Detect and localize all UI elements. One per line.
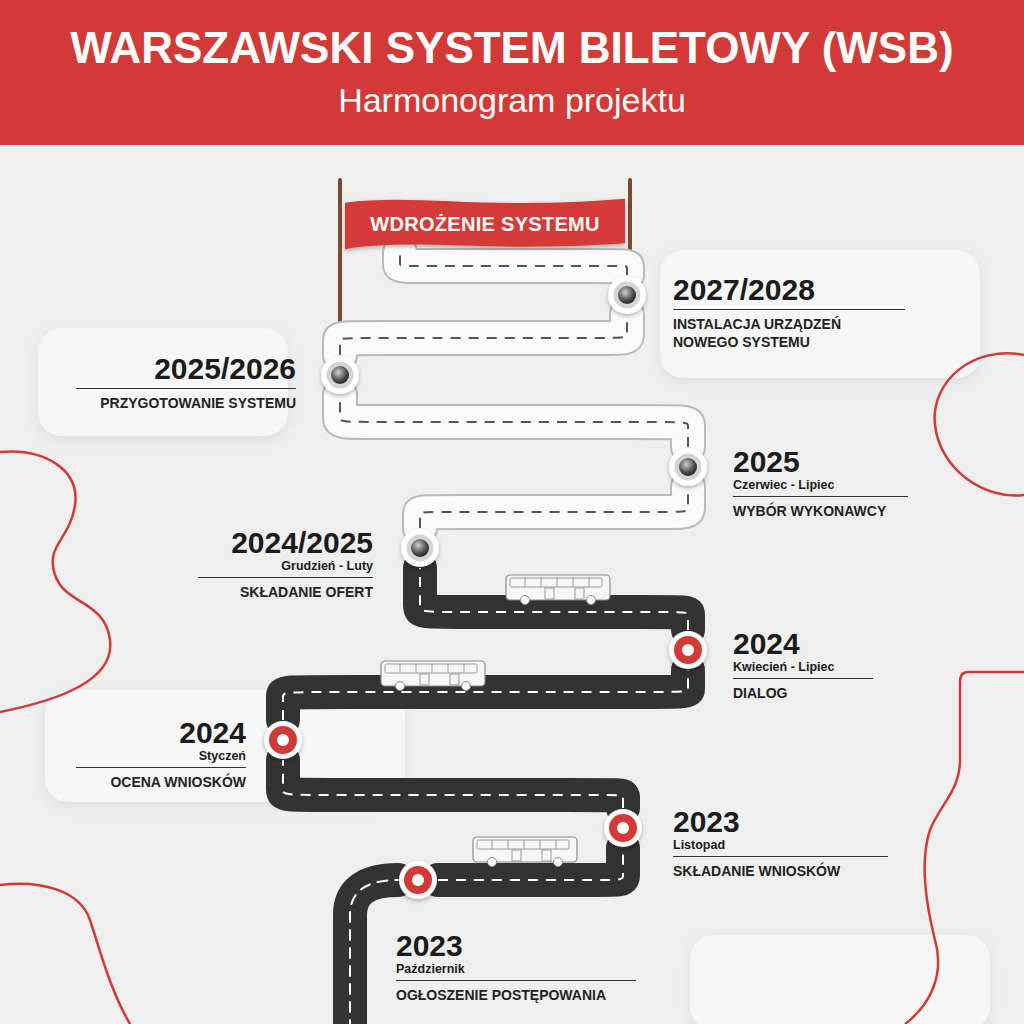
banner-text: WDROŻENIE SYSTEMU (370, 213, 600, 236)
road-surface (420, 487, 688, 528)
finish-banner: WDROŻENIE SYSTEMU (345, 195, 625, 253)
road-start (350, 880, 398, 1024)
milestone-label: 2023ListopadSKŁADANIE WNIOSKÓW (673, 806, 888, 880)
road-connector (400, 253, 627, 275)
bus-icon (381, 661, 485, 691)
header-bar (0, 0, 1024, 145)
milestone-months: Czerwiec - Lipiec (733, 478, 908, 498)
milestone-title: SKŁADANIE OFERT (198, 583, 373, 601)
milestone-circle (320, 355, 360, 395)
milestone-circle (398, 860, 438, 900)
milestone-marker: 2025Czerwiec - LipiecWYBÓR WYKONAWCY (668, 447, 708, 487)
milestone-year: 2023 (396, 930, 636, 962)
road-connector (283, 760, 623, 808)
road-surface (400, 253, 627, 275)
road-connector (420, 487, 688, 528)
milestone-title: PRZYGOTOWANIE SYSTEMU (76, 394, 296, 412)
milestone-circle (668, 447, 708, 487)
milestone-title: DIALOG (733, 684, 873, 702)
milestone-circle (668, 630, 708, 670)
bus-icon (506, 575, 610, 605)
road-centre-line (420, 568, 688, 630)
puzzle-outline (0, 353, 1024, 1024)
subtitle: Harmonogram projektu (0, 80, 1024, 121)
milestone-title: OGŁOSZENIE POSTĘPOWANIA (396, 986, 636, 1004)
title: WARSZAWSKI SYSTEM BILETOWY (WSB) (0, 0, 1024, 72)
road-connector (340, 395, 688, 447)
milestone-months: Grudzień - Luty (198, 559, 373, 579)
milestone-marker: 2023PaździernikOGŁOSZENIE POSTĘPOWANIA (398, 860, 438, 900)
road-connector (340, 315, 627, 355)
milestone-year: 2025 (733, 446, 908, 478)
milestone-label: 2024/2025Grudzień - LutySKŁADANIE OFERT (198, 527, 373, 601)
road-centre-line (340, 395, 688, 447)
milestone-months: Styczeń (76, 749, 246, 769)
milestone-marker: 2024Kwiecień - LipiecDIALOG (668, 630, 708, 670)
milestone-year: 2024 (733, 628, 873, 660)
road-surface (340, 315, 627, 355)
milestone-title: INSTALACJA URZĄDZEŃ NOWEGO SYSTEMU (673, 315, 905, 351)
milestone-year: 2024 (76, 717, 246, 749)
milestone-year: 2023 (673, 806, 888, 838)
milestone-marker: 2024/2025Grudzień - LutySKŁADANIE OFERT (400, 528, 440, 568)
milestone-marker: 2023ListopadSKŁADANIE WNIOSKÓW (603, 808, 643, 848)
bus-icon (473, 837, 577, 867)
milestone-year: 2025/2026 (76, 353, 296, 389)
milestone-circle (607, 275, 647, 315)
road-surface (340, 395, 688, 447)
milestone-circle (263, 720, 303, 760)
milestone-label: 2023PaździernikOGŁOSZENIE POSTĘPOWANIA (396, 930, 636, 1004)
road-centre-line (420, 487, 688, 528)
road-centre-line (400, 253, 627, 275)
milestone-months: Kwiecień - Lipiec (733, 660, 873, 680)
header: WARSZAWSKI SYSTEM BILETOWY (WSB) Harmonog… (0, 0, 1024, 145)
road-edge (420, 568, 688, 630)
road-edge (340, 315, 627, 355)
milestone-label: 2025/2026PRZYGOTOWANIE SYSTEMU (76, 353, 296, 412)
milestone-year: 2027/2028 (673, 274, 905, 310)
milestone-title: OCENA WNIOSKÓW (76, 773, 246, 791)
road-edge (400, 253, 627, 275)
milestone-circle (603, 808, 643, 848)
milestone-title: SKŁADANIE WNIOSKÓW (673, 862, 888, 880)
milestone-label: 2024StyczeńOCENA WNIOSKÓW (76, 717, 246, 791)
milestone-circle (400, 528, 440, 568)
milestone-marker: 2027/2028INSTALACJA URZĄDZEŃ NOWEGO SYST… (607, 275, 647, 315)
soft-panels (38, 250, 990, 1024)
road-edge (420, 487, 688, 528)
milestone-label: 2024Kwiecień - LipiecDIALOG (733, 628, 873, 702)
milestone-marker: 2025/2026PRZYGOTOWANIE SYSTEMU (320, 355, 360, 395)
road-edge (283, 760, 623, 808)
road-connector (420, 568, 688, 630)
milestone-title: WYBÓR WYKONAWCY (733, 502, 908, 520)
road-edge (340, 395, 688, 447)
road-centre-line (283, 760, 623, 808)
milestone-months: Listopad (673, 838, 888, 858)
milestone-year: 2024/2025 (198, 527, 373, 559)
milestone-label: 2025Czerwiec - LipiecWYBÓR WYKONAWCY (733, 446, 908, 520)
milestone-marker: 2024StyczeńOCENA WNIOSKÓW (263, 720, 303, 760)
milestone-months: Październik (396, 962, 636, 982)
milestone-label: 2027/2028INSTALACJA URZĄDZEŃ NOWEGO SYST… (673, 274, 905, 351)
road-centre-line (340, 315, 627, 355)
